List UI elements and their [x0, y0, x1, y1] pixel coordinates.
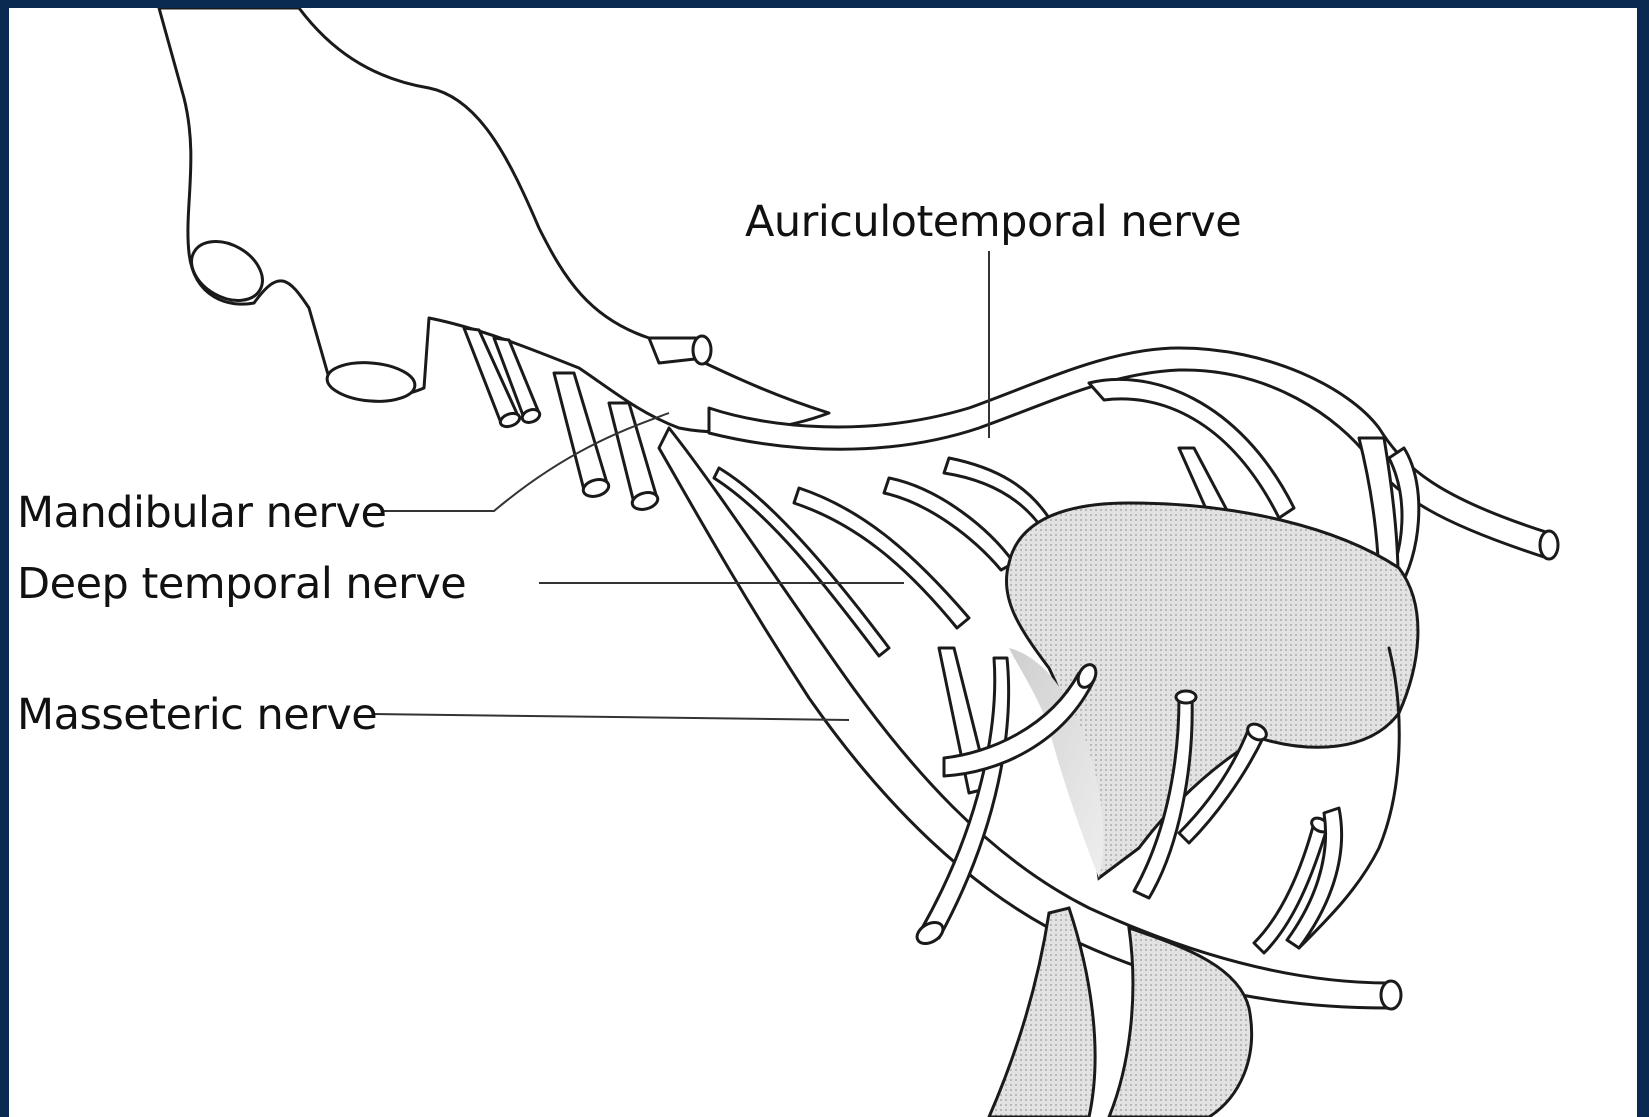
leader-masseteric	[374, 714, 849, 720]
label-masseteric-nerve: Masseteric nerve	[17, 690, 377, 740]
diagram-panel: Auriculotemporal nerve Mandibular nerve …	[9, 8, 1637, 1117]
inferior-end	[1381, 981, 1401, 1009]
auriculotemporal-end	[1540, 531, 1558, 559]
label-mandibular-nerve: Mandibular nerve	[17, 488, 386, 538]
label-deep-temporal-nerve: Deep temporal nerve	[17, 559, 466, 609]
label-auriculotemporal-nerve: Auriculotemporal nerve	[745, 197, 1241, 247]
nerve-diagram: Auriculotemporal nerve Mandibular nerve …	[9, 8, 1637, 1117]
trunk-stub-end	[693, 336, 711, 364]
